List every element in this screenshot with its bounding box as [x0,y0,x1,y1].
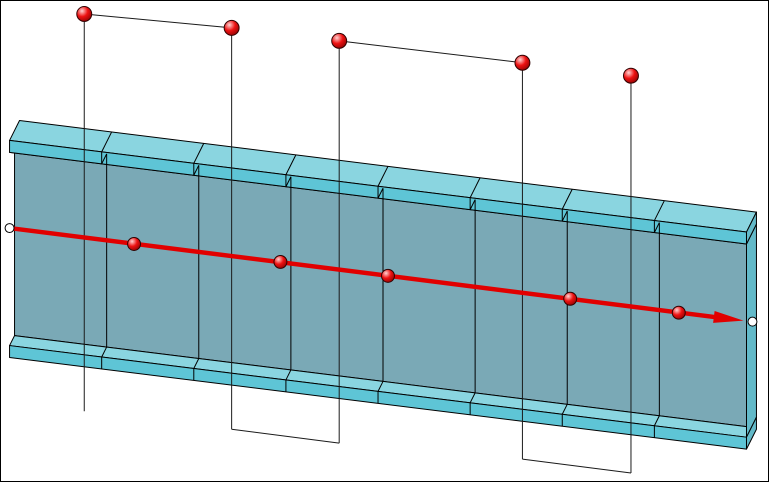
beam-segment-divider [377,166,389,187]
axis-arrowhead-icon [713,310,744,323]
beam-segment-divider [653,222,660,233]
load-node[interactable] [331,32,348,49]
axis-node[interactable] [273,254,288,269]
beam-segment-divider [377,381,384,392]
construction-connector-line [84,13,232,29]
construction-connector-line [339,40,523,64]
beam-segment-divider [193,165,200,176]
beam-segment-divider [193,143,205,164]
beam-segment-divider [653,200,665,221]
axis-end-marker[interactable] [4,223,15,234]
construction-connector-line [522,458,632,474]
axis-node[interactable] [563,291,578,306]
beam-end-bottom-flange-face [745,416,757,450]
beam-segment-divider [377,187,384,199]
axis-node[interactable] [381,268,395,283]
beam-segment-divider [469,392,476,404]
i-beam[interactable] [9,120,757,450]
construction-connector-line [231,428,340,444]
axis-end-marker[interactable] [747,316,758,327]
beam-segment-divider [101,131,113,153]
axis-node[interactable] [671,305,686,320]
beam-end-web-face [745,223,757,438]
beam-segment-divider [469,177,481,198]
beam-segment-divider [285,154,297,175]
beam-segment-divider [653,415,660,426]
load-node[interactable] [223,19,240,36]
axis-node[interactable] [127,237,142,251]
beam-segment-divider [101,153,108,165]
node-spheres[interactable] [76,5,686,320]
beam-segment-divider [285,176,292,187]
beam-segment-divider [101,346,108,358]
load-node[interactable] [514,54,531,71]
beam-segment-divider [561,210,568,222]
construction-lines [83,13,632,474]
beam-end-top-flange-face [745,211,757,245]
load-node[interactable] [76,5,93,22]
beam-segment-divider [193,358,200,369]
load-node[interactable] [623,67,639,84]
beam-segment-divider [561,188,573,210]
beam-segment-divider [469,199,476,210]
beam-segment-divider [285,369,292,381]
beam-segment-divider [561,404,568,415]
